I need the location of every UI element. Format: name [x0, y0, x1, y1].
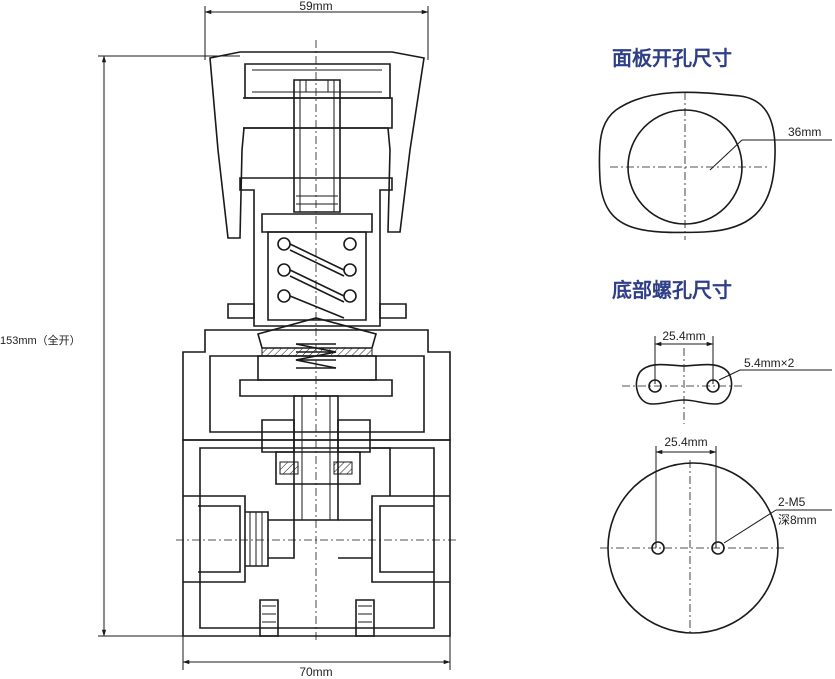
- bottom-width-dimension: 70mm: [182, 620, 451, 679]
- lower-spacing-label: 25.4mm: [664, 435, 707, 449]
- bottom-hole-title: 底部螺孔尺寸: [612, 278, 732, 302]
- outlet-port: [338, 447, 450, 583]
- upper-spacing-label: 25.4mm: [662, 329, 705, 343]
- inlet-port: [183, 495, 295, 583]
- regulator-cross-section: [176, 40, 458, 640]
- thread-spec-label: 2-M5: [778, 495, 806, 509]
- thread-depth-label: 深8mm: [778, 513, 817, 527]
- panel-hole-view: 面板开孔尺寸 36mm: [598, 46, 832, 240]
- bottom-width-label: 70mm: [299, 665, 332, 679]
- panel-hole-title: 面板开孔尺寸: [612, 46, 732, 70]
- bottom-hole-view: 底部螺孔尺寸 25.4mm 5.4mm×2 25.4mm 2-M5 深8mm: [600, 278, 832, 636]
- valve-spring: [295, 343, 337, 369]
- top-width-dimension: 59mm: [204, 0, 429, 60]
- height-dimension: 153mm（全开）: [0, 55, 240, 637]
- main-spring: [277, 237, 357, 319]
- panel-hole-diameter: 36mm: [788, 125, 821, 139]
- hole-size-label: 5.4mm×2: [744, 356, 795, 370]
- top-width-label: 59mm: [299, 0, 332, 13]
- height-label: 153mm（全开）: [0, 333, 81, 347]
